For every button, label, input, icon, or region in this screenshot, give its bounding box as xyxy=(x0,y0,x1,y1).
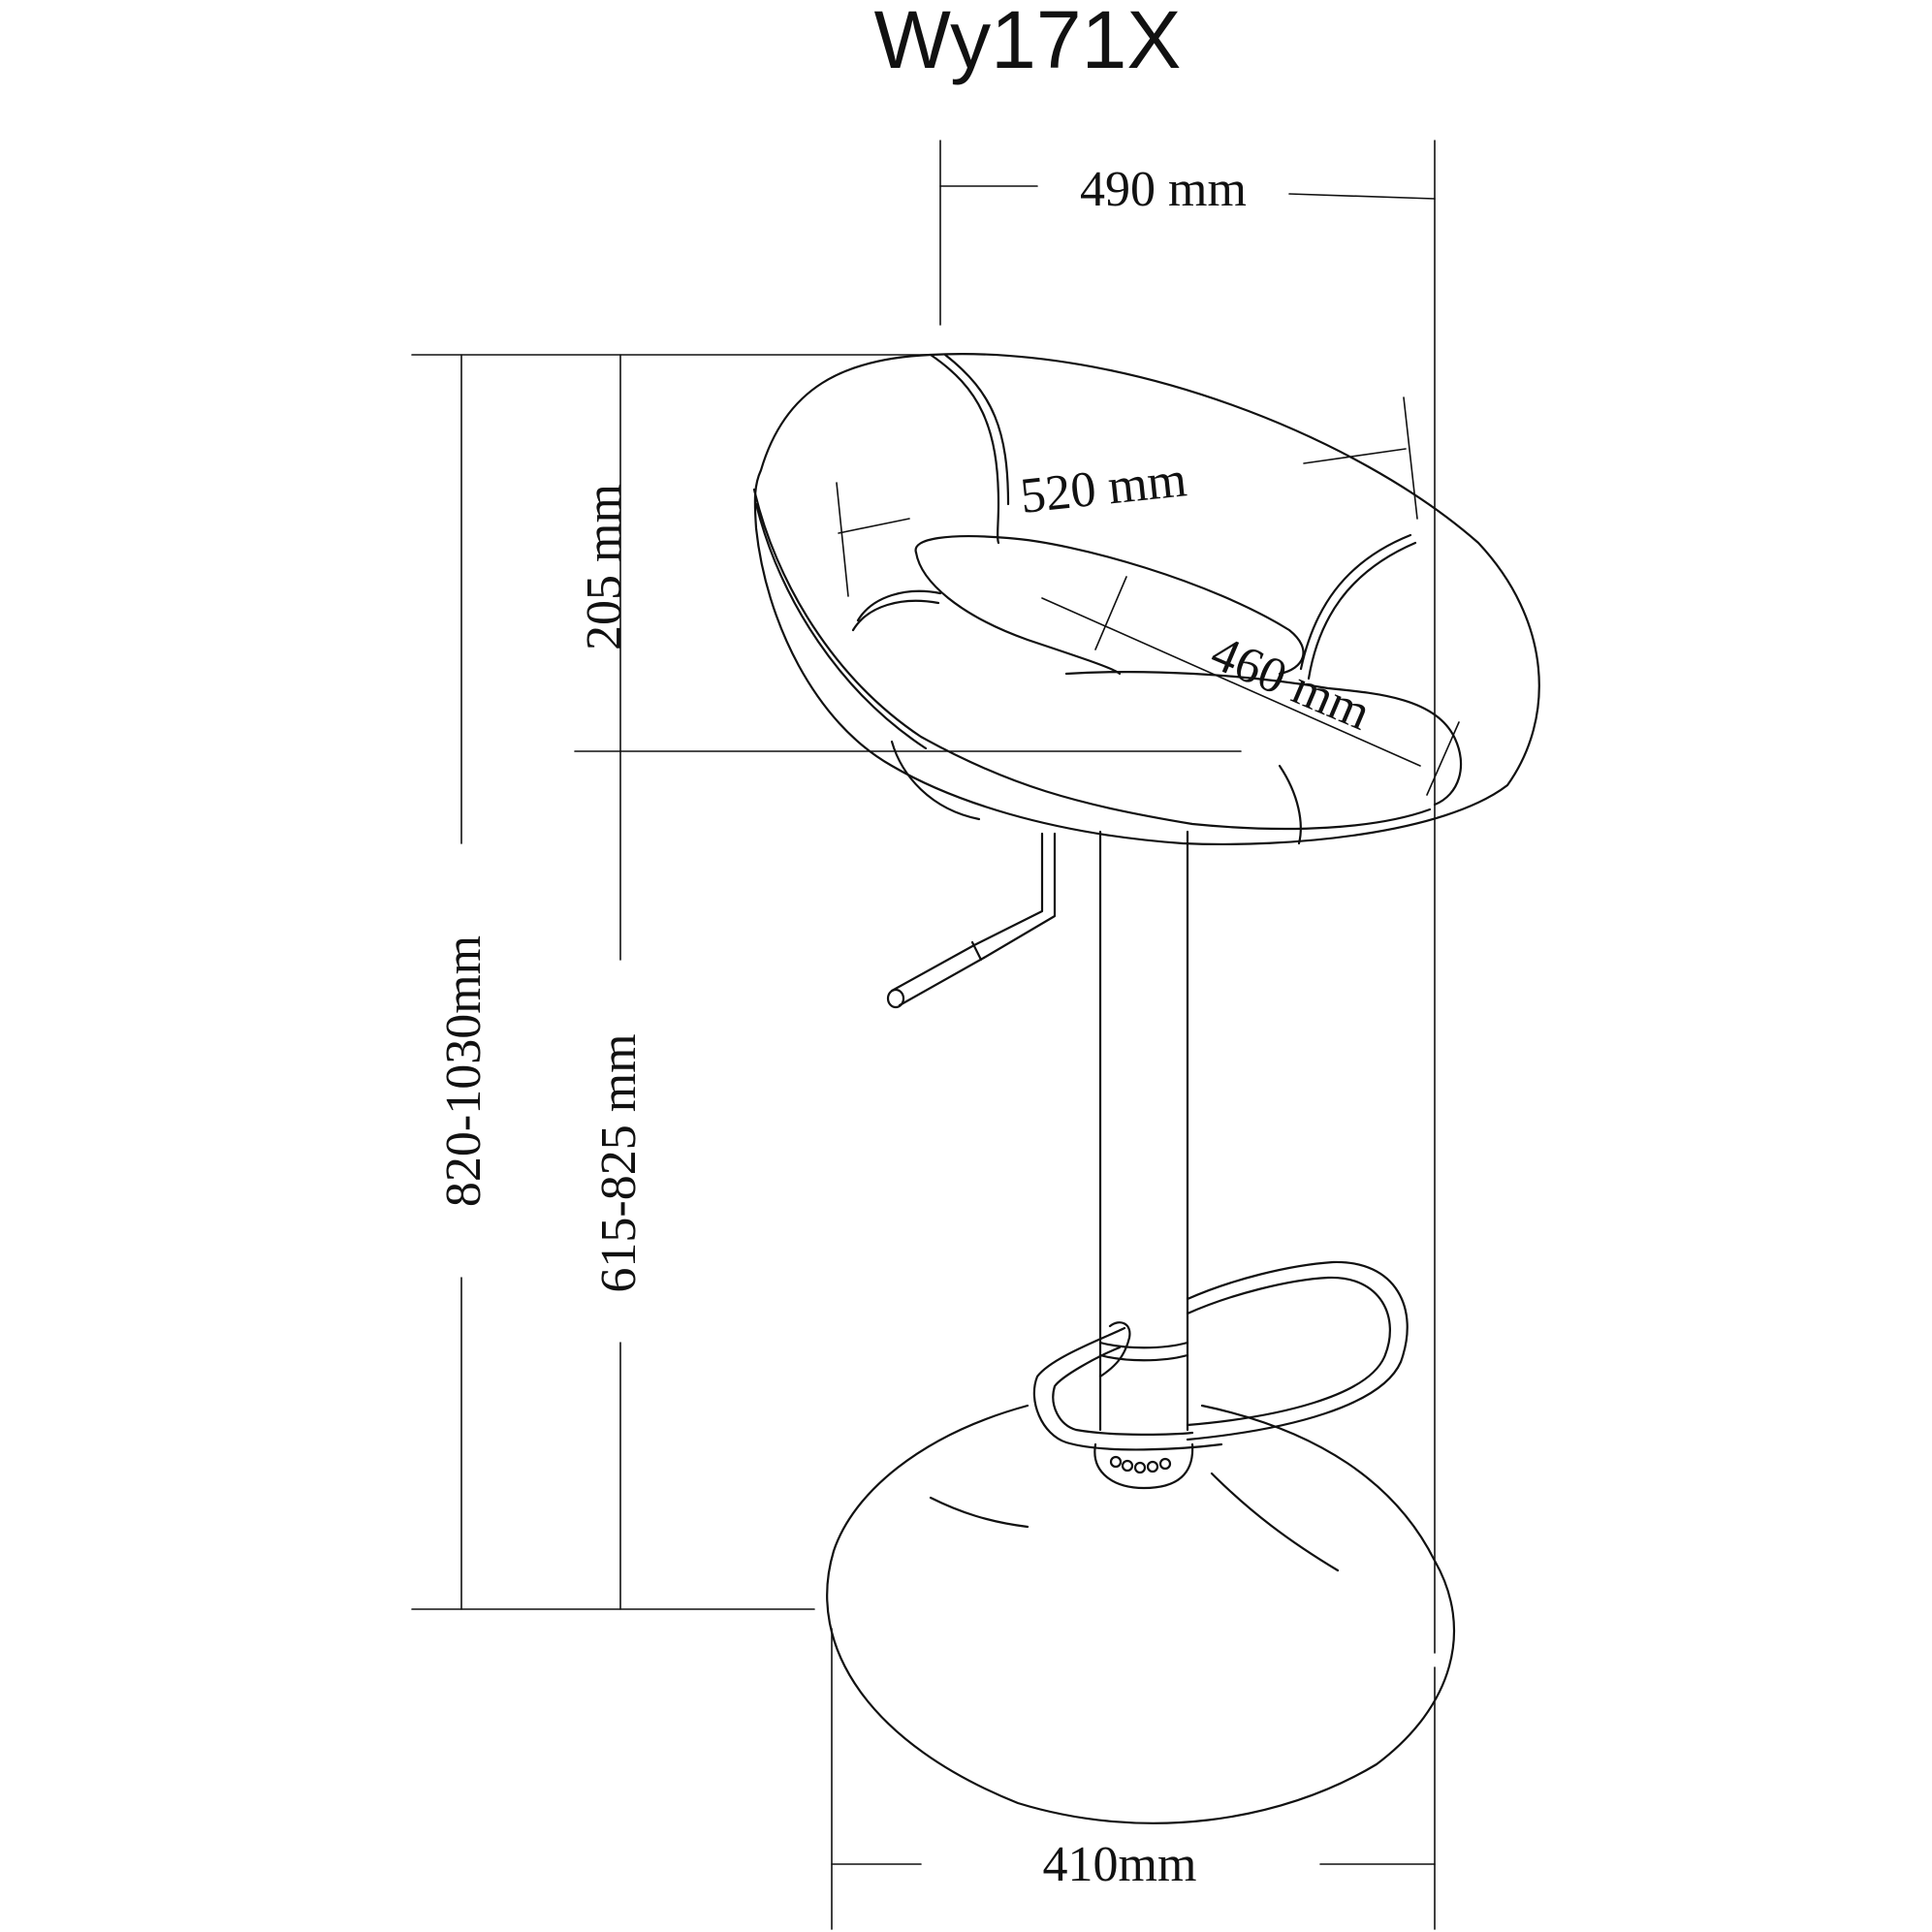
total-height-label: 820-1030mm xyxy=(436,935,491,1207)
dimension-lines xyxy=(411,140,1460,1930)
width-top-label: 490 mm xyxy=(1080,162,1247,217)
seat-height-label: 615-825 mm xyxy=(591,1033,647,1292)
stool-outline xyxy=(752,353,1540,1824)
base-diameter-label: 410mm xyxy=(1043,1837,1197,1892)
backrest-height-label: 205 mm xyxy=(577,484,632,650)
seat-width-label: 520 mm xyxy=(1018,452,1189,524)
model-title: Wy171X xyxy=(874,0,1182,85)
seat-depth-label: 460 mm xyxy=(1203,625,1378,742)
